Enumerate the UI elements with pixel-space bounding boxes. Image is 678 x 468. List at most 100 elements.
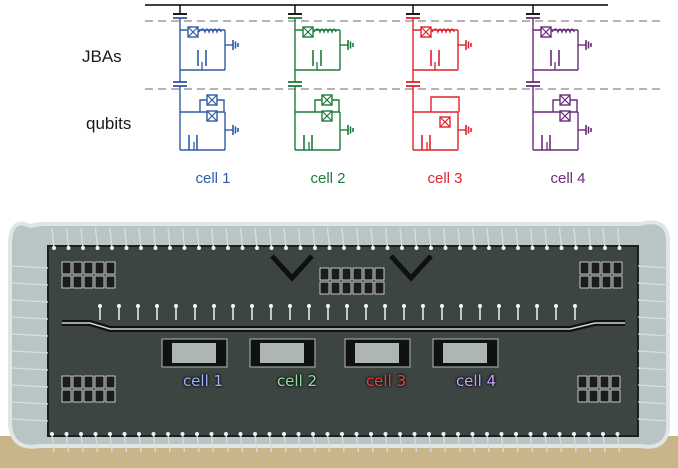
- wirebond-bottom: [442, 433, 447, 453]
- corner-pad-bottom-left: [105, 389, 116, 403]
- wirebond-right: [637, 350, 669, 354]
- wirebond-foot-bottom: [557, 432, 562, 436]
- airbridge-foot: [136, 304, 140, 308]
- wirebond-foot-top: [559, 246, 564, 250]
- wirebond-foot-top: [342, 246, 346, 250]
- wirebond-foot-bottom: [601, 432, 605, 436]
- wirebond-left: [11, 299, 49, 303]
- corner-pad-top-left: [83, 261, 94, 275]
- wirebond-foot-top: [168, 246, 172, 250]
- wirebond-bottom: [138, 433, 142, 453]
- wirebond-foot-bottom: [151, 432, 156, 436]
- wirebond-foot-bottom: [586, 432, 591, 436]
- wirebond-bottom: [51, 433, 55, 453]
- wirebond-bottom: [428, 433, 432, 453]
- cell-circuit-4: [526, 5, 592, 151]
- wirebond-foot-bottom: [122, 432, 127, 436]
- jba-junction-cross-b: [420, 26, 432, 38]
- airbridge-foot: [554, 304, 558, 308]
- wirebond-foot-bottom: [79, 432, 83, 436]
- corner-pad-top-left: [72, 261, 83, 275]
- wirebond-foot-top: [545, 246, 549, 250]
- wirebond-top: [152, 227, 157, 249]
- wirebond-foot-top: [458, 246, 462, 250]
- wirebond-top: [399, 227, 403, 249]
- wirebond-foot-top: [269, 246, 274, 250]
- wirebond-foot-top: [226, 246, 230, 250]
- center-pad-top: [352, 281, 363, 295]
- wirebond-foot-bottom: [209, 432, 214, 436]
- wirebond-top: [529, 227, 534, 249]
- wirebond-left: [11, 418, 49, 422]
- wirebond-top: [355, 227, 360, 249]
- wirebond-top: [196, 227, 200, 249]
- corner-pad-bottom-left: [83, 389, 94, 403]
- wirebond-foot-top: [443, 246, 448, 250]
- wirebond-bottom: [210, 433, 215, 453]
- airbridge-foot: [231, 304, 235, 308]
- center-pad-top: [374, 281, 385, 295]
- airbridge-foot: [440, 304, 444, 308]
- wirebond-left: [11, 350, 49, 354]
- wirebond-bottom: [500, 433, 505, 453]
- corner-pad-bottom-left: [105, 375, 116, 389]
- wirebond-top: [384, 227, 389, 249]
- center-pad-top: [363, 267, 374, 281]
- cell-circuit-3: [406, 5, 472, 151]
- wirebond-top: [123, 227, 128, 249]
- wirebond-foot-bottom: [50, 432, 54, 436]
- center-pad-top: [374, 267, 385, 281]
- wirebond-right: [637, 418, 669, 422]
- wirebond-foot-bottom: [195, 432, 199, 436]
- wirebond-bottom: [529, 433, 534, 453]
- wirebond-bottom: [558, 433, 563, 453]
- wirebond-foot-bottom: [108, 432, 112, 436]
- airbridge-foot: [117, 304, 121, 308]
- wirebond-foot-top: [356, 246, 361, 250]
- airbridge-foot: [383, 304, 387, 308]
- wirebond-top: [413, 227, 418, 249]
- wirebond-right: [637, 401, 669, 405]
- airbridge-foot: [478, 304, 482, 308]
- wirebond-foot-top: [124, 246, 129, 250]
- wirebond-foot-top: [414, 246, 419, 250]
- wirebond-foot-top: [501, 246, 506, 250]
- corner-pad-top-right: [590, 275, 601, 289]
- wirebond-right: [637, 299, 669, 303]
- wirebond-top: [65, 227, 70, 249]
- corner-pad-bottom-left: [83, 375, 94, 389]
- cell-capacitor-pad: [172, 343, 216, 363]
- wirebond-foot-top: [110, 246, 114, 250]
- chip-label-cell-2: cell 2: [276, 372, 318, 390]
- wirebond-foot-bottom: [253, 432, 257, 436]
- wirebond-foot-bottom: [282, 432, 286, 436]
- corner-pad-bottom-right: [577, 375, 588, 389]
- wirebond-foot-bottom: [398, 432, 402, 436]
- wirebond-left: [11, 333, 49, 337]
- wirebond-foot-bottom: [485, 432, 489, 436]
- chip-label-cell-1: cell 1: [182, 372, 224, 390]
- wirebond-foot-bottom: [93, 432, 98, 436]
- jba-junction-cross-b: [187, 26, 199, 38]
- corner-pad-bottom-left: [72, 389, 83, 403]
- wirebond-foot-top: [298, 246, 303, 250]
- transmission-line-center: [62, 322, 625, 330]
- row-label-jbas: JBAs: [82, 47, 122, 66]
- qubit-junction-cross-b: [439, 116, 451, 128]
- inductor-coil: [551, 28, 575, 35]
- cell-capacitor-pad: [355, 343, 399, 363]
- wirebond-right: [637, 316, 669, 320]
- chip-label-cell-4: cell 4: [455, 372, 497, 390]
- wirebond-foot-bottom: [166, 432, 170, 436]
- inductor-coil: [431, 28, 455, 35]
- wirebond-bottom: [312, 433, 316, 453]
- wirebond-top: [471, 227, 476, 249]
- wirebond-foot-top: [153, 246, 158, 250]
- airbridge-foot: [98, 304, 102, 308]
- center-pad-top: [330, 281, 341, 295]
- wirebond-foot-bottom: [340, 432, 344, 436]
- center-pad-top: [330, 267, 341, 281]
- cell-label-4: cell 4: [550, 170, 586, 187]
- wirebond-bottom: [326, 433, 331, 453]
